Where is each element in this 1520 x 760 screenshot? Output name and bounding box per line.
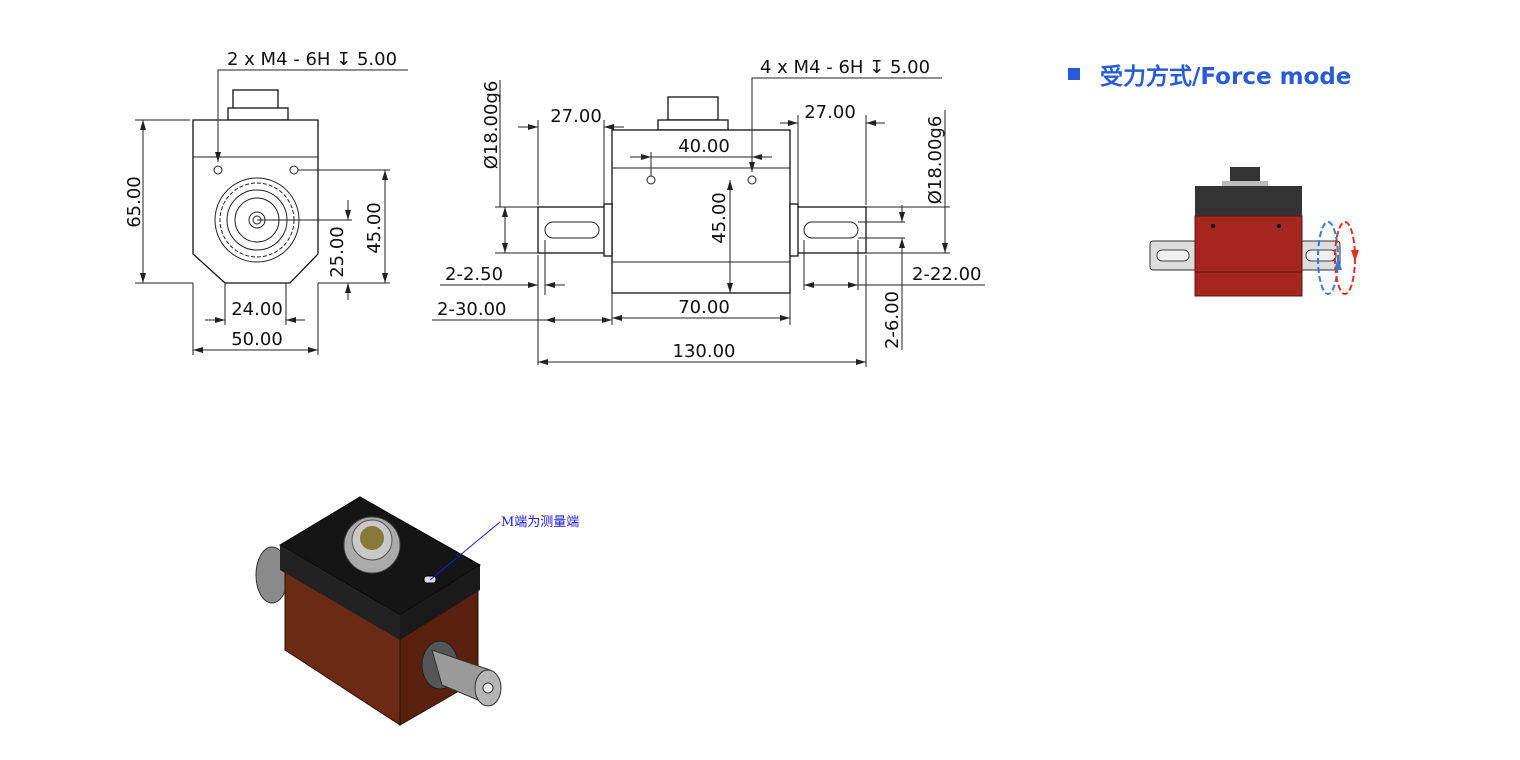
force-mode-sensor-image <box>1149 167 1359 297</box>
dim-height-total: 65.00 <box>124 176 145 228</box>
dim-key-width: 2-6.00 <box>882 291 903 349</box>
front-view: 2 x M4 - 6H ↧ 5.00 65.00 45.00 25.00 24.… <box>124 49 408 355</box>
dim-shaft-diameter-left: Ø18.00g6 <box>481 81 502 170</box>
dim-key-depth: 2-2.50 <box>445 264 503 285</box>
dim-hole-height: 45.00 <box>709 192 730 244</box>
dim-width-total: 50.00 <box>231 329 283 350</box>
front-thread-note: 2 x M4 - 6H ↧ 5.00 <box>227 49 397 70</box>
side-view: 4 x M4 - 6H ↧ 5.00 27.00 27.00 40.00 45.… <box>432 57 985 367</box>
measuring-end-callout: M端为测量端 <box>501 515 579 530</box>
force-mode-title: 受力方式/Force mode <box>1100 63 1351 90</box>
dim-key-length: 2-22.00 <box>912 264 981 285</box>
force-mode-section: 受力方式/Force mode <box>1068 63 1359 297</box>
sensor-3d-render: M端为测量端 <box>255 496 579 726</box>
dim-key-offset: 2-30.00 <box>437 299 506 320</box>
dim-hole-spacing: 40.00 <box>678 136 730 157</box>
dim-shaft-diameter-right: Ø18.00g6 <box>925 116 946 205</box>
dim-total-length: 130.00 <box>673 341 736 362</box>
dim-body-length: 70.00 <box>678 297 730 318</box>
dim-shaft-length-left: 27.00 <box>550 106 602 127</box>
dim-width-bottom: 24.00 <box>231 299 283 320</box>
rotation-arrows-icon <box>1317 221 1359 295</box>
bullet-square-icon <box>1068 68 1080 80</box>
dim-height-center: 25.00 <box>327 226 348 278</box>
dim-height-holes: 45.00 <box>364 202 385 254</box>
side-thread-note: 4 x M4 - 6H ↧ 5.00 <box>760 57 930 78</box>
dim-shaft-length-right: 27.00 <box>804 102 856 123</box>
